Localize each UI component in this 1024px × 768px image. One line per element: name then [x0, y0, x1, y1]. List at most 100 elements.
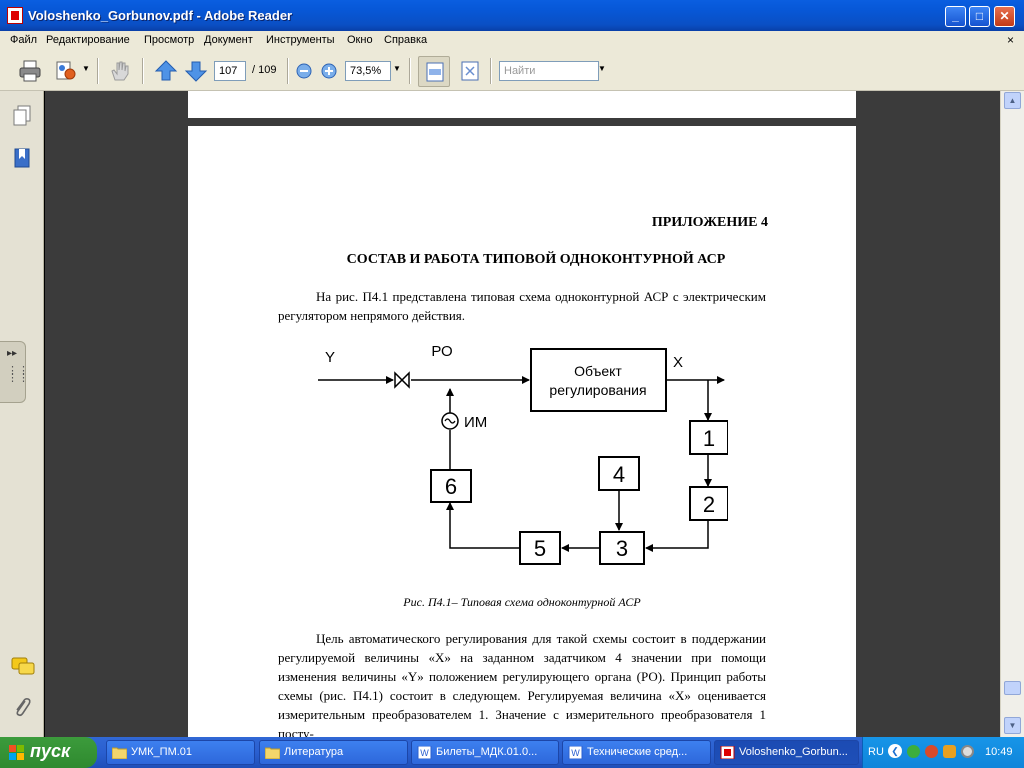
toolbar-separator: [97, 58, 99, 84]
zoom-in-icon[interactable]: [320, 62, 338, 80]
toolbar-separator: [142, 58, 144, 84]
system-tray: RU ❮ 10:49: [862, 737, 1024, 768]
search-input[interactable]: Найти: [499, 61, 599, 81]
comments-icon[interactable]: [11, 657, 35, 677]
zoom-level-input[interactable]: 73,5%: [345, 61, 391, 81]
hand-tool-icon[interactable]: [108, 59, 132, 83]
valve-symbol: [394, 371, 410, 389]
control-loop-diagram: Объект регулирования 1 2 4 3 5: [318, 343, 728, 565]
block-6: [430, 469, 472, 503]
zoom-out-icon[interactable]: [295, 62, 313, 80]
menu-edit[interactable]: Редактирование: [46, 34, 130, 46]
pdf-page: ПРИЛОЖЕНИЕ 4 СОСТАВ И РАБОТА ТИПОВОЙ ОДН…: [188, 126, 856, 737]
menu-tools[interactable]: Инструменты: [266, 34, 335, 46]
task-label: Литература: [284, 746, 344, 758]
network-icon[interactable]: [907, 745, 920, 758]
full-screen-icon[interactable]: [458, 59, 482, 83]
label-y: Y: [325, 349, 335, 366]
scroll-up-button[interactable]: ▲: [1004, 92, 1021, 109]
document-close-button[interactable]: ×: [1006, 33, 1014, 47]
block-4-label: 4: [613, 462, 625, 487]
appendix-title: ПРИЛОЖЕНИЕ 4: [651, 215, 768, 230]
object-label-line2: регулирования: [549, 382, 646, 398]
svg-text:W: W: [420, 748, 429, 758]
line-2-to-3: [645, 520, 709, 552]
task-literatura[interactable]: Литература: [259, 740, 408, 765]
intro-paragraph: На рис. П4.1 представлена типовая схема …: [278, 289, 766, 323]
sidebar-toggle-handle[interactable]: ▸▸ ⋮⋮⋮⋮: [0, 341, 29, 403]
search-dropdown-icon[interactable]: ▼: [598, 64, 606, 73]
vertical-scrollbar[interactable]: ▲ ▼: [1000, 91, 1024, 737]
clock: 10:49: [985, 746, 1013, 758]
toolbar: ▼ 107 / 109 73,5% ▼ Найти ▼: [0, 51, 1024, 91]
menu-document[interactable]: Документ: [204, 34, 253, 46]
scroll-down-button[interactable]: ▼: [1004, 717, 1021, 734]
fit-page-icon: [426, 62, 444, 82]
word-document-icon: W: [568, 746, 583, 759]
minimize-button[interactable]: _: [945, 6, 966, 27]
label-im: ИМ: [464, 414, 487, 431]
label-x: X: [673, 354, 683, 371]
zoom-dropdown-icon[interactable]: ▼: [393, 64, 401, 73]
task-label: УМК_ПМ.01: [131, 746, 193, 758]
word-document-icon: W: [417, 746, 432, 759]
menu-window[interactable]: Окно: [347, 34, 373, 46]
expand-arrow-icon: ▸▸: [7, 348, 18, 359]
volume-icon[interactable]: [961, 745, 974, 758]
start-button[interactable]: пуск: [0, 737, 97, 768]
block-6-label: 6: [445, 474, 457, 499]
task-tekhnicheskie[interactable]: W Технические сред...: [562, 740, 711, 765]
block-5: [519, 531, 561, 565]
navigation-sidebar: ▸▸ ⋮⋮⋮⋮: [0, 91, 44, 737]
object-label-line1: Объект: [574, 363, 622, 379]
close-button[interactable]: ✕: [994, 6, 1015, 27]
grip-dots-icon: ⋮⋮⋮⋮: [7, 365, 29, 384]
menu-help[interactable]: Справка: [384, 34, 428, 46]
windows-flag-icon: [9, 745, 24, 760]
collaborate-icon[interactable]: [54, 59, 78, 83]
menu-file[interactable]: Файл: [10, 34, 38, 46]
document-viewport[interactable]: ПРИЛОЖЕНИЕ 4 СОСТАВ И РАБОТА ТИПОВОЙ ОДН…: [45, 91, 1000, 737]
fit-page-button[interactable]: [418, 56, 450, 87]
folder-icon: [112, 747, 127, 759]
page-number-input[interactable]: 107: [214, 61, 246, 81]
chevron-down-icon[interactable]: ▼: [82, 64, 90, 73]
menu-bar: Файл Редактирование Просмотр Документ Ин…: [0, 31, 1024, 51]
title-bar: Voloshenko_Gorbunov.pdf - Adobe Reader _…: [0, 0, 1024, 31]
pdf-document-icon: [720, 746, 735, 759]
maximize-button[interactable]: □: [969, 6, 990, 27]
previous-page-icon[interactable]: [154, 59, 178, 83]
block-1: [689, 420, 728, 455]
attachments-icon[interactable]: [12, 695, 32, 719]
label-ro: РО: [431, 343, 452, 360]
pages-panel-icon[interactable]: [12, 105, 32, 127]
block-3-label: 3: [616, 536, 628, 561]
security-icon[interactable]: [943, 745, 956, 758]
toolbar-separator: [287, 58, 289, 84]
task-bilety[interactable]: W Билеты_МДК.01.0...: [411, 740, 559, 765]
object-block: [530, 348, 667, 412]
svg-text:W: W: [571, 748, 580, 758]
task-umk[interactable]: УМК_ПМ.01: [106, 740, 255, 765]
block-1-label: 1: [703, 426, 715, 451]
block-2-label: 2: [703, 492, 715, 517]
adobe-reader-icon: [7, 7, 23, 24]
toolbar-separator: [409, 58, 411, 84]
page-total: / 109: [252, 64, 277, 76]
next-page-icon[interactable]: [184, 59, 208, 83]
language-indicator[interactable]: RU: [868, 746, 884, 758]
line-5-to-6: [446, 502, 520, 549]
print-icon[interactable]: [18, 59, 42, 83]
body-paragraph: Цель автоматического регулирования для т…: [278, 631, 766, 737]
task-label: Билеты_МДК.01.0...: [436, 746, 538, 758]
tray-arrow-icon[interactable]: ❮: [888, 744, 902, 758]
block-2: [689, 486, 728, 521]
bookmarks-panel-icon[interactable]: [12, 147, 32, 169]
toolbar-separator: [490, 58, 492, 84]
task-voloshenko[interactable]: Voloshenko_Gorbun...: [714, 740, 859, 765]
figure-caption: Рис. П4.1– Типовая схема одноконтурной А…: [403, 595, 641, 609]
scroll-thumb[interactable]: [1004, 681, 1021, 695]
section-heading: СОСТАВ И РАБОТА ТИПОВОЙ ОДНОКОНТУРНОЙ АС…: [346, 252, 726, 267]
antivirus-icon[interactable]: [925, 745, 938, 758]
menu-view[interactable]: Просмотр: [144, 34, 195, 46]
